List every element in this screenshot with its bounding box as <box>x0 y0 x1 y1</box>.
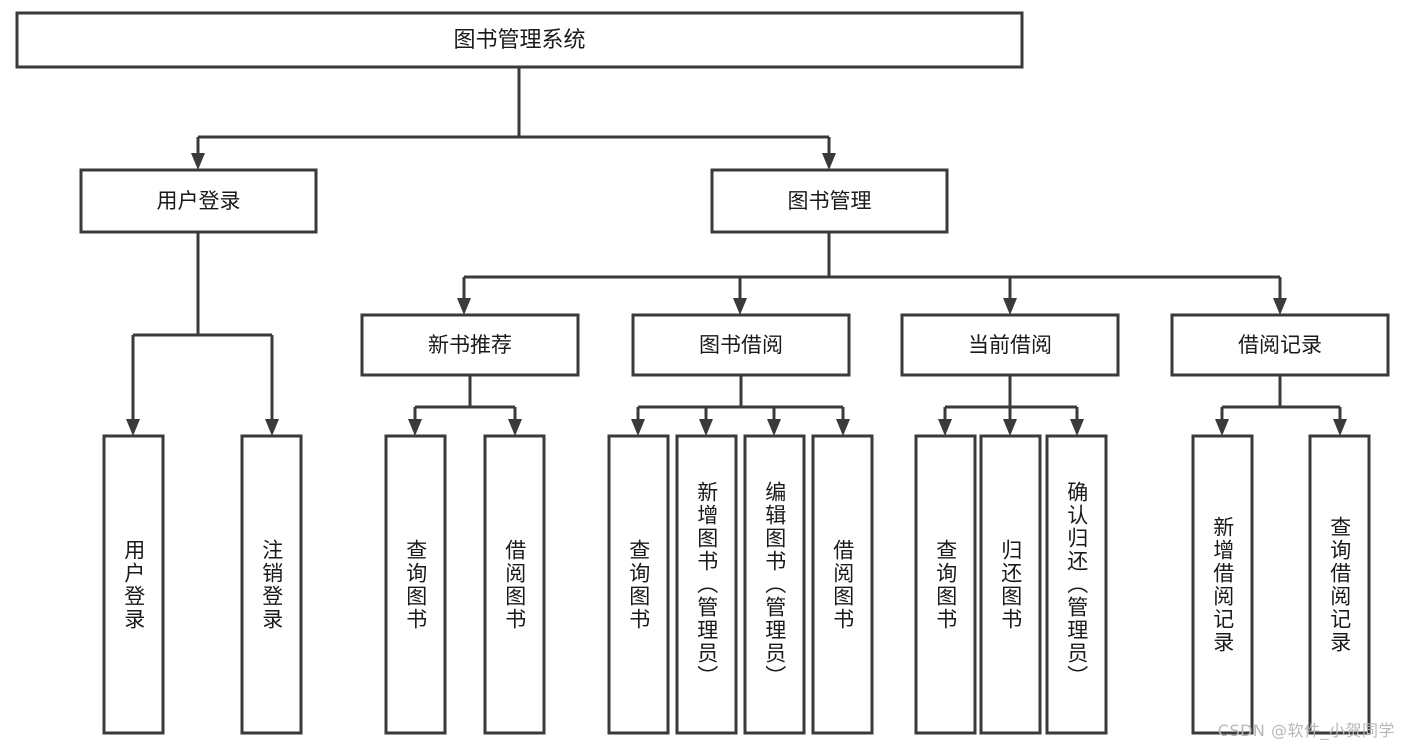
arrow-head-record_to_leaves-0 <box>1215 419 1229 436</box>
leaf-node-box-4[interactable] <box>607 434 670 735</box>
level3-node-label-2: 当前借阅 <box>968 333 1052 357</box>
arrow-head-current_to_leaves-1 <box>1003 419 1017 436</box>
level3-node-label-3: 借阅记录 <box>1238 333 1322 357</box>
level2-node-box-1[interactable] <box>710 168 949 234</box>
arrow-head-borrow_to_leaves-3 <box>836 419 850 436</box>
level3-node-box-2[interactable] <box>900 313 1120 377</box>
leaf-node-box-8[interactable] <box>914 434 977 735</box>
arrow-head-root_to_level2-1 <box>822 153 836 170</box>
arrow-head-borrow_to_leaves-1 <box>699 419 713 436</box>
box-layer <box>15 11 1390 735</box>
leaf-node-box-6[interactable] <box>743 434 806 735</box>
leaf-node-box-11[interactable] <box>1191 434 1254 735</box>
arrow-head-user_login_to_leaves-1 <box>265 419 279 436</box>
arrow-head-root_to_level2-0 <box>191 153 205 170</box>
leaf-node-box-10[interactable] <box>1045 434 1108 735</box>
root-node-box[interactable] <box>15 11 1024 69</box>
arrow-head-book_mgmt_to_level3-3 <box>1273 298 1287 315</box>
arrow-head-new_book_to_leaves-1 <box>508 419 522 436</box>
arrow-head-book_mgmt_to_level3-1 <box>733 298 747 315</box>
connector-layer <box>126 67 1347 436</box>
leaf-node-box-9[interactable] <box>979 434 1042 735</box>
level3-node-label-0: 新书推荐 <box>428 333 512 357</box>
level3-node-label-1: 图书借阅 <box>699 333 783 357</box>
root-node-label: 图书管理系统 <box>453 28 585 53</box>
leaf-node-box-2[interactable] <box>384 434 447 735</box>
arrow-head-record_to_leaves-1 <box>1333 419 1347 436</box>
leaf-node-box-0[interactable] <box>102 434 165 735</box>
leaf-node-box-1[interactable] <box>240 434 303 735</box>
arrow-head-current_to_leaves-0 <box>938 419 952 436</box>
arrow-head-borrow_to_leaves-0 <box>631 419 645 436</box>
leaf-node-box-3[interactable] <box>483 434 546 735</box>
level2-node-label-1: 图书管理 <box>788 189 872 213</box>
arrow-head-current_to_leaves-2 <box>1070 419 1084 436</box>
level3-node-box-1[interactable] <box>631 313 851 377</box>
leaf-node-box-12[interactable] <box>1308 434 1371 735</box>
watermark-text: CSDN @软件_小贺同学 <box>1217 721 1395 740</box>
level3-node-box-0[interactable] <box>360 313 580 377</box>
level3-node-box-3[interactable] <box>1170 313 1390 377</box>
arrow-head-new_book_to_leaves-0 <box>408 419 422 436</box>
level2-node-box-0[interactable] <box>79 168 318 234</box>
arrow-head-user_login_to_leaves-0 <box>126 419 140 436</box>
leaf-node-box-5[interactable] <box>675 434 738 735</box>
level2-node-label-0: 用户登录 <box>157 189 241 213</box>
arrow-head-book_mgmt_to_level3-0 <box>457 298 471 315</box>
arrow-head-borrow_to_leaves-2 <box>767 419 781 436</box>
arrow-head-book_mgmt_to_level3-2 <box>1003 298 1017 315</box>
leaf-node-box-7[interactable] <box>811 434 874 735</box>
